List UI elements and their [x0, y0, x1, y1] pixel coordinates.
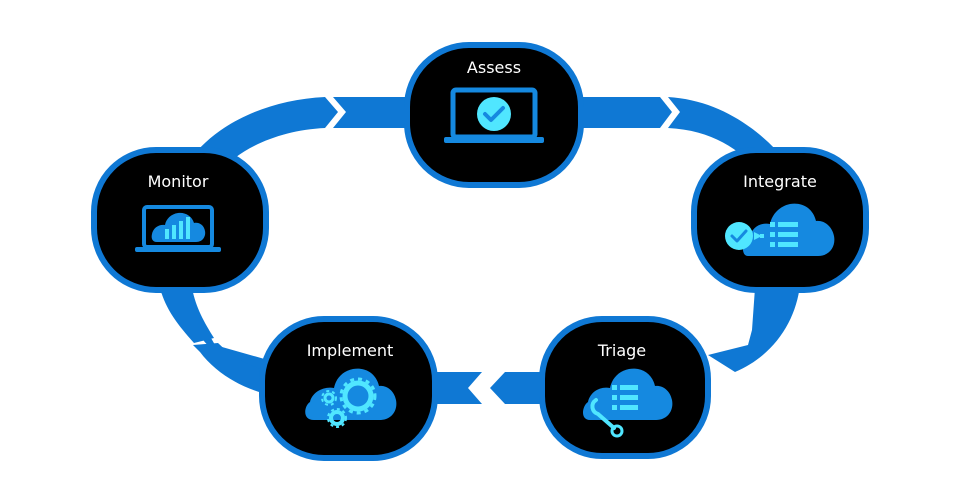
- cloud-wrench-icon: [583, 368, 673, 438]
- arrow-triage-to-implement-tail: [430, 372, 482, 404]
- arrow-assess-to-integrate: [575, 97, 672, 128]
- node-assess[interactable]: Assess: [404, 42, 584, 188]
- cloud-gears-icon: [305, 368, 397, 428]
- arrow-monitor-to-assess-tail: [333, 97, 412, 128]
- node-triage[interactable]: Triage: [539, 316, 711, 459]
- node-monitor-label: Monitor: [148, 172, 209, 191]
- arrow-implement-to-monitor-head: [193, 343, 272, 395]
- node-monitor[interactable]: Monitor: [91, 147, 269, 293]
- node-assess-label: Assess: [467, 58, 521, 77]
- node-implement-label: Implement: [307, 341, 394, 360]
- node-implement[interactable]: Implement: [259, 316, 438, 461]
- arrow-implement-to-monitor-upper: [160, 288, 214, 343]
- arrow-integrate-to-triage: [708, 285, 800, 372]
- node-integrate[interactable]: Integrate: [691, 147, 869, 293]
- cloud-checklist-icon: [725, 203, 835, 256]
- laptop-check-icon: [444, 87, 544, 143]
- arrow-triage-to-implement: [490, 372, 545, 404]
- node-triage-label: Triage: [597, 341, 646, 360]
- node-integrate-label: Integrate: [743, 172, 817, 191]
- laptop-cloud-chart-icon: [135, 205, 221, 252]
